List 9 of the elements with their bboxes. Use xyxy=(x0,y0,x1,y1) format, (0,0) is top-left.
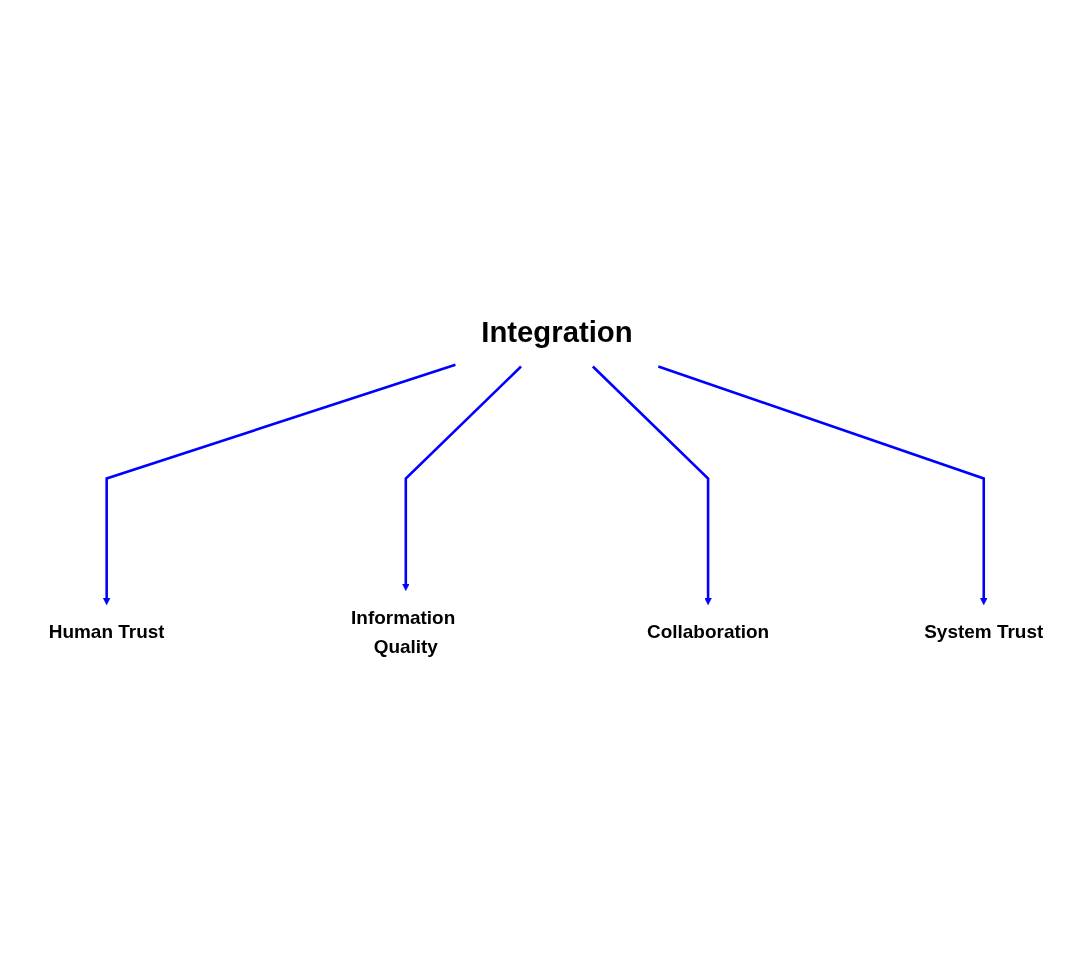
node-text: Collaboration xyxy=(647,621,770,643)
arrow xyxy=(657,365,988,606)
node-text: System Trust xyxy=(924,621,1044,643)
node-text: Human Trust xyxy=(48,621,165,643)
node-text: Integration xyxy=(481,314,633,348)
arrow xyxy=(591,365,712,606)
arrow xyxy=(402,365,522,591)
node-text: Information Quality xyxy=(351,606,456,657)
arrow xyxy=(102,363,456,606)
